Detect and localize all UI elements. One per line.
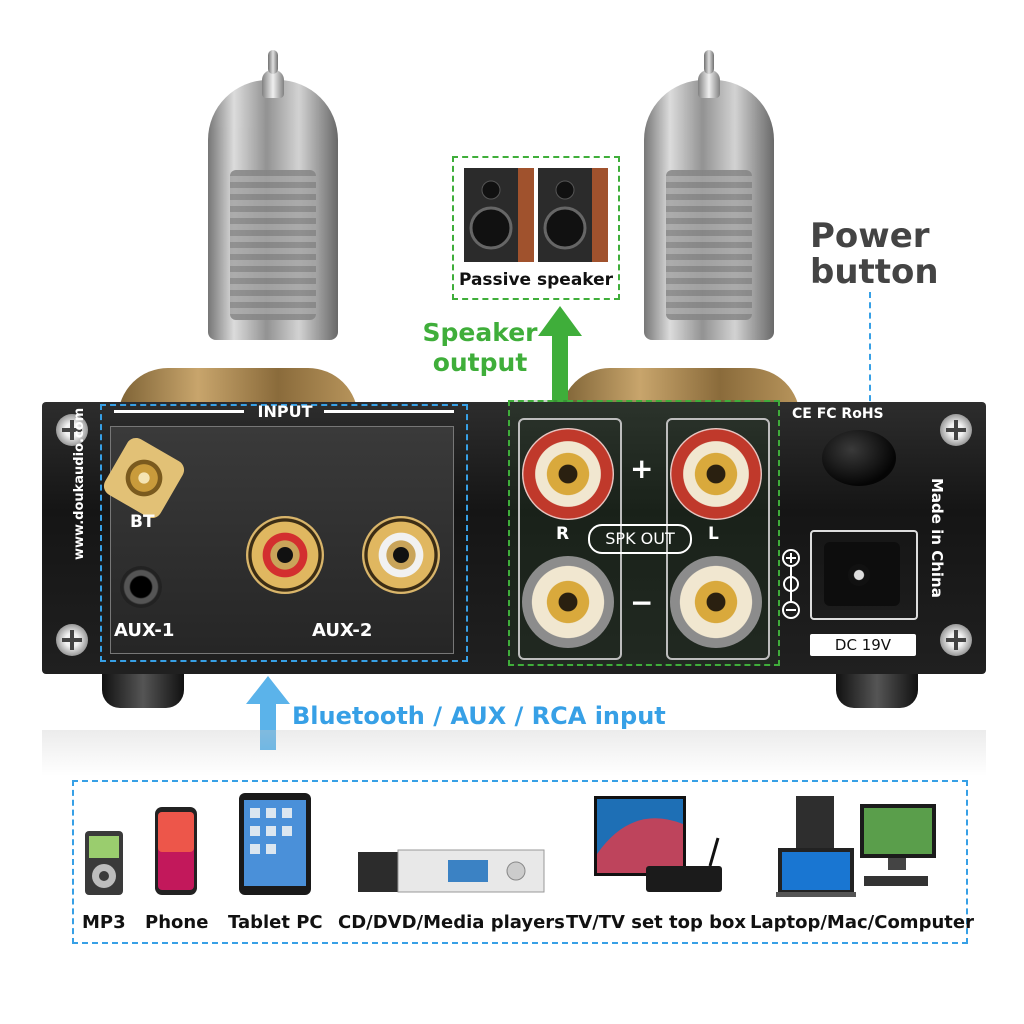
certification-marks: CE FC RoHS — [792, 406, 884, 422]
phone-icon — [155, 807, 197, 895]
passive-speaker-box — [452, 156, 620, 300]
computer-icon — [776, 796, 936, 897]
device-label-mp3: MP3 — [82, 912, 126, 933]
aux1-jack[interactable] — [120, 566, 162, 608]
speaker-r-positive-post[interactable] — [522, 428, 614, 520]
screw-icon — [940, 414, 972, 446]
tablet-icon — [239, 793, 311, 895]
power-leader-line — [869, 292, 871, 432]
dc-label: DC 19V — [810, 634, 916, 656]
speaker-output-label: Speaker output — [422, 318, 538, 377]
device-label-tv: TV/TV set top box — [566, 912, 747, 933]
screw-icon — [56, 414, 88, 446]
amp-reflection — [42, 730, 986, 776]
speaker-left-frame — [666, 418, 770, 660]
input-rule-left — [114, 410, 244, 413]
speaker-l-positive-post[interactable] — [670, 428, 762, 520]
left-foot — [102, 672, 184, 708]
power-button-label: Power button — [810, 216, 939, 292]
screw-icon — [940, 624, 972, 656]
plus-label: + — [630, 452, 654, 485]
speaker-output-arrow-icon — [538, 306, 582, 402]
minus-label: − — [630, 586, 654, 619]
right-foot — [836, 672, 918, 708]
speaker-right-frame — [518, 418, 622, 660]
aux2-rca-white-jack[interactable] — [362, 516, 440, 594]
tv-icon — [594, 796, 722, 892]
input-rule-right — [324, 410, 454, 413]
power-button[interactable] — [822, 430, 896, 486]
media-player-icon — [358, 849, 545, 893]
spk-out-label: SPK OUT — [588, 524, 692, 554]
aux2-label: AUX-2 — [312, 620, 373, 641]
device-label-computer: Laptop/Mac/Computer — [750, 912, 974, 933]
input-title: INPUT — [257, 402, 313, 421]
bt-label: BT — [130, 512, 155, 532]
l-label: L — [708, 524, 719, 544]
dc-jack-pin — [848, 564, 870, 586]
left-vacuum-tube — [208, 50, 338, 340]
speaker-r-negative-post[interactable] — [522, 556, 614, 648]
device-label-phone: Phone — [145, 912, 209, 933]
device-label-media: CD/DVD/Media players — [338, 912, 565, 933]
passive-speaker-label: Passive speaker — [458, 270, 614, 290]
screw-icon — [56, 624, 88, 656]
speaker-l-negative-post[interactable] — [670, 556, 762, 648]
input-section — [100, 404, 468, 662]
dc-jack-frame — [810, 530, 918, 620]
right-vacuum-tube — [644, 50, 774, 340]
speakers-icon — [464, 168, 608, 262]
device-label-tablet: Tablet PC — [228, 912, 323, 933]
website-label: www.doukaudio.com — [72, 407, 87, 560]
mp3-player-icon — [85, 831, 123, 895]
dc-polarity-icon — [782, 549, 800, 619]
r-label: R — [556, 524, 570, 544]
input-arrow-icon — [246, 676, 290, 750]
input-caption: Bluetooth / AUX / RCA input — [292, 702, 666, 730]
made-in-label: Made in China — [928, 478, 946, 598]
devices-box — [72, 780, 968, 944]
aux1-label: AUX-1 — [114, 620, 175, 641]
aux2-rca-red-jack[interactable] — [246, 516, 324, 594]
